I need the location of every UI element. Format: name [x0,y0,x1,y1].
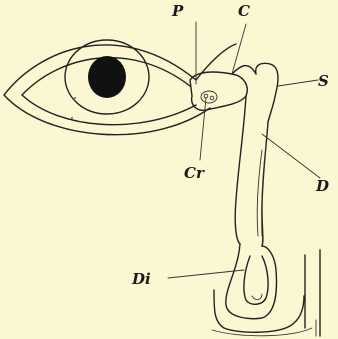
caruncle-inner [201,91,217,103]
leader-cr [200,98,206,160]
eyelid-inner-lower [22,95,196,125]
dilation-inner [244,256,268,304]
caruncle-dot-b [210,96,214,100]
dilation [226,244,277,319]
dilation-curl [252,294,262,300]
label-d: D [315,177,329,195]
lacrimal-sac [256,63,278,122]
dilation-outer [226,244,277,319]
label-di: Di [131,270,151,288]
eye-icon [4,40,210,135]
leader-c [232,24,246,74]
label-c: C [238,2,250,20]
leader-s [278,80,318,86]
canaliculus-upper [196,44,236,80]
canaliculus-lower [232,66,256,74]
label-s: S [318,72,329,90]
label-cr: Cr [184,164,205,182]
nasal-wall-outer [214,290,304,332]
caruncle-dot-a [204,94,208,98]
pupil [88,56,126,98]
lid-dot-1 [74,97,76,99]
eyelid-outer-lower [4,95,210,135]
label-p: P [171,2,184,20]
duct-wall-left [235,96,246,244]
leader-d [262,134,320,178]
lid-dot-2 [71,117,73,119]
